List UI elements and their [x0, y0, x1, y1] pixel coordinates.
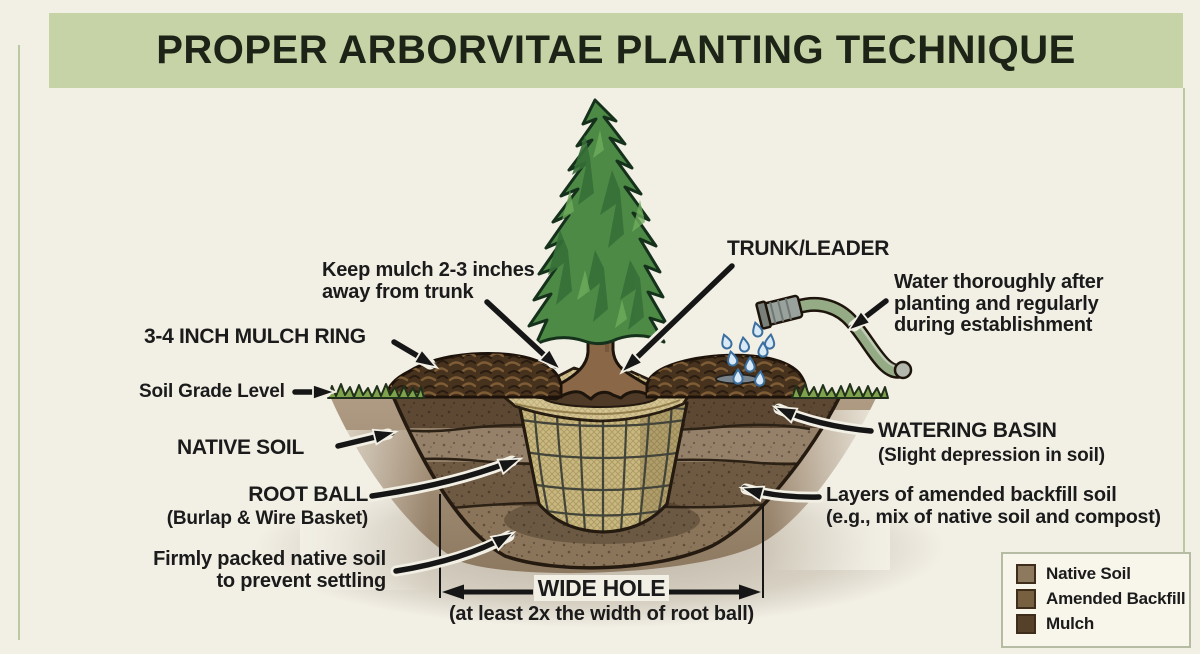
legend-swatch-amended-backfill — [1016, 589, 1036, 609]
hose-end — [893, 360, 913, 380]
label-backfill-layers: Layers of amended backfill soil (e.g., m… — [826, 484, 1161, 528]
dimension-line-wide-hole — [439, 494, 764, 600]
mulch-ring-right — [645, 353, 809, 399]
legend-swatch-native-soil — [1016, 564, 1036, 584]
hose-nozzle — [755, 294, 804, 330]
page-title: PROPER ARBORVITAE PLANTING TECHNIQUE — [156, 28, 1076, 72]
label-keep-mulch: Keep mulch 2-3 inches away from trunk — [322, 259, 535, 303]
soil-cross-section — [300, 394, 890, 590]
frame-border-left — [18, 45, 20, 640]
grass-left — [327, 383, 425, 399]
frame-border-right — [1183, 88, 1185, 640]
foliage-highlights — [562, 130, 645, 328]
label-native-soil: NATIVE SOIL — [177, 436, 304, 459]
header-band: PROPER ARBORVITAE PLANTING TECHNIQUE — [49, 13, 1183, 88]
foliage-dark-patches — [548, 135, 644, 330]
label-wide-hole: WIDE HOLE (at least 2x the width of root… — [448, 575, 755, 625]
annotation-arrows — [289, 260, 892, 577]
grass-right — [791, 383, 889, 399]
arborvitae-tree — [527, 98, 668, 346]
label-watering-basin: WATERING BASIN (Slight depression in soi… — [878, 419, 1105, 466]
legend-item-native-soil: Native Soil — [1016, 564, 1189, 584]
root-ball-basket — [517, 397, 689, 534]
legend-item-mulch: Mulch — [1016, 614, 1189, 634]
label-soil-grade: Soil Grade Level — [139, 381, 285, 402]
arrow-trunk-leader — [623, 263, 735, 371]
label-root-ball: ROOT BALL (Burlap & Wire Basket) — [166, 483, 369, 529]
legend-item-amended-backfill: Amended Backfill — [1016, 589, 1189, 609]
label-firmly-packed: Firmly packed native soil to prevent set… — [153, 548, 386, 592]
label-trunk-leader: TRUNK/LEADER — [727, 237, 890, 260]
label-watering: Water thoroughly after planting and regu… — [894, 271, 1104, 337]
legend: Native Soil Amended Backfill Mulch — [1001, 552, 1191, 648]
label-mulch-ring: 3-4 INCH MULCH RING — [144, 325, 366, 348]
legend-swatch-mulch — [1016, 614, 1036, 634]
